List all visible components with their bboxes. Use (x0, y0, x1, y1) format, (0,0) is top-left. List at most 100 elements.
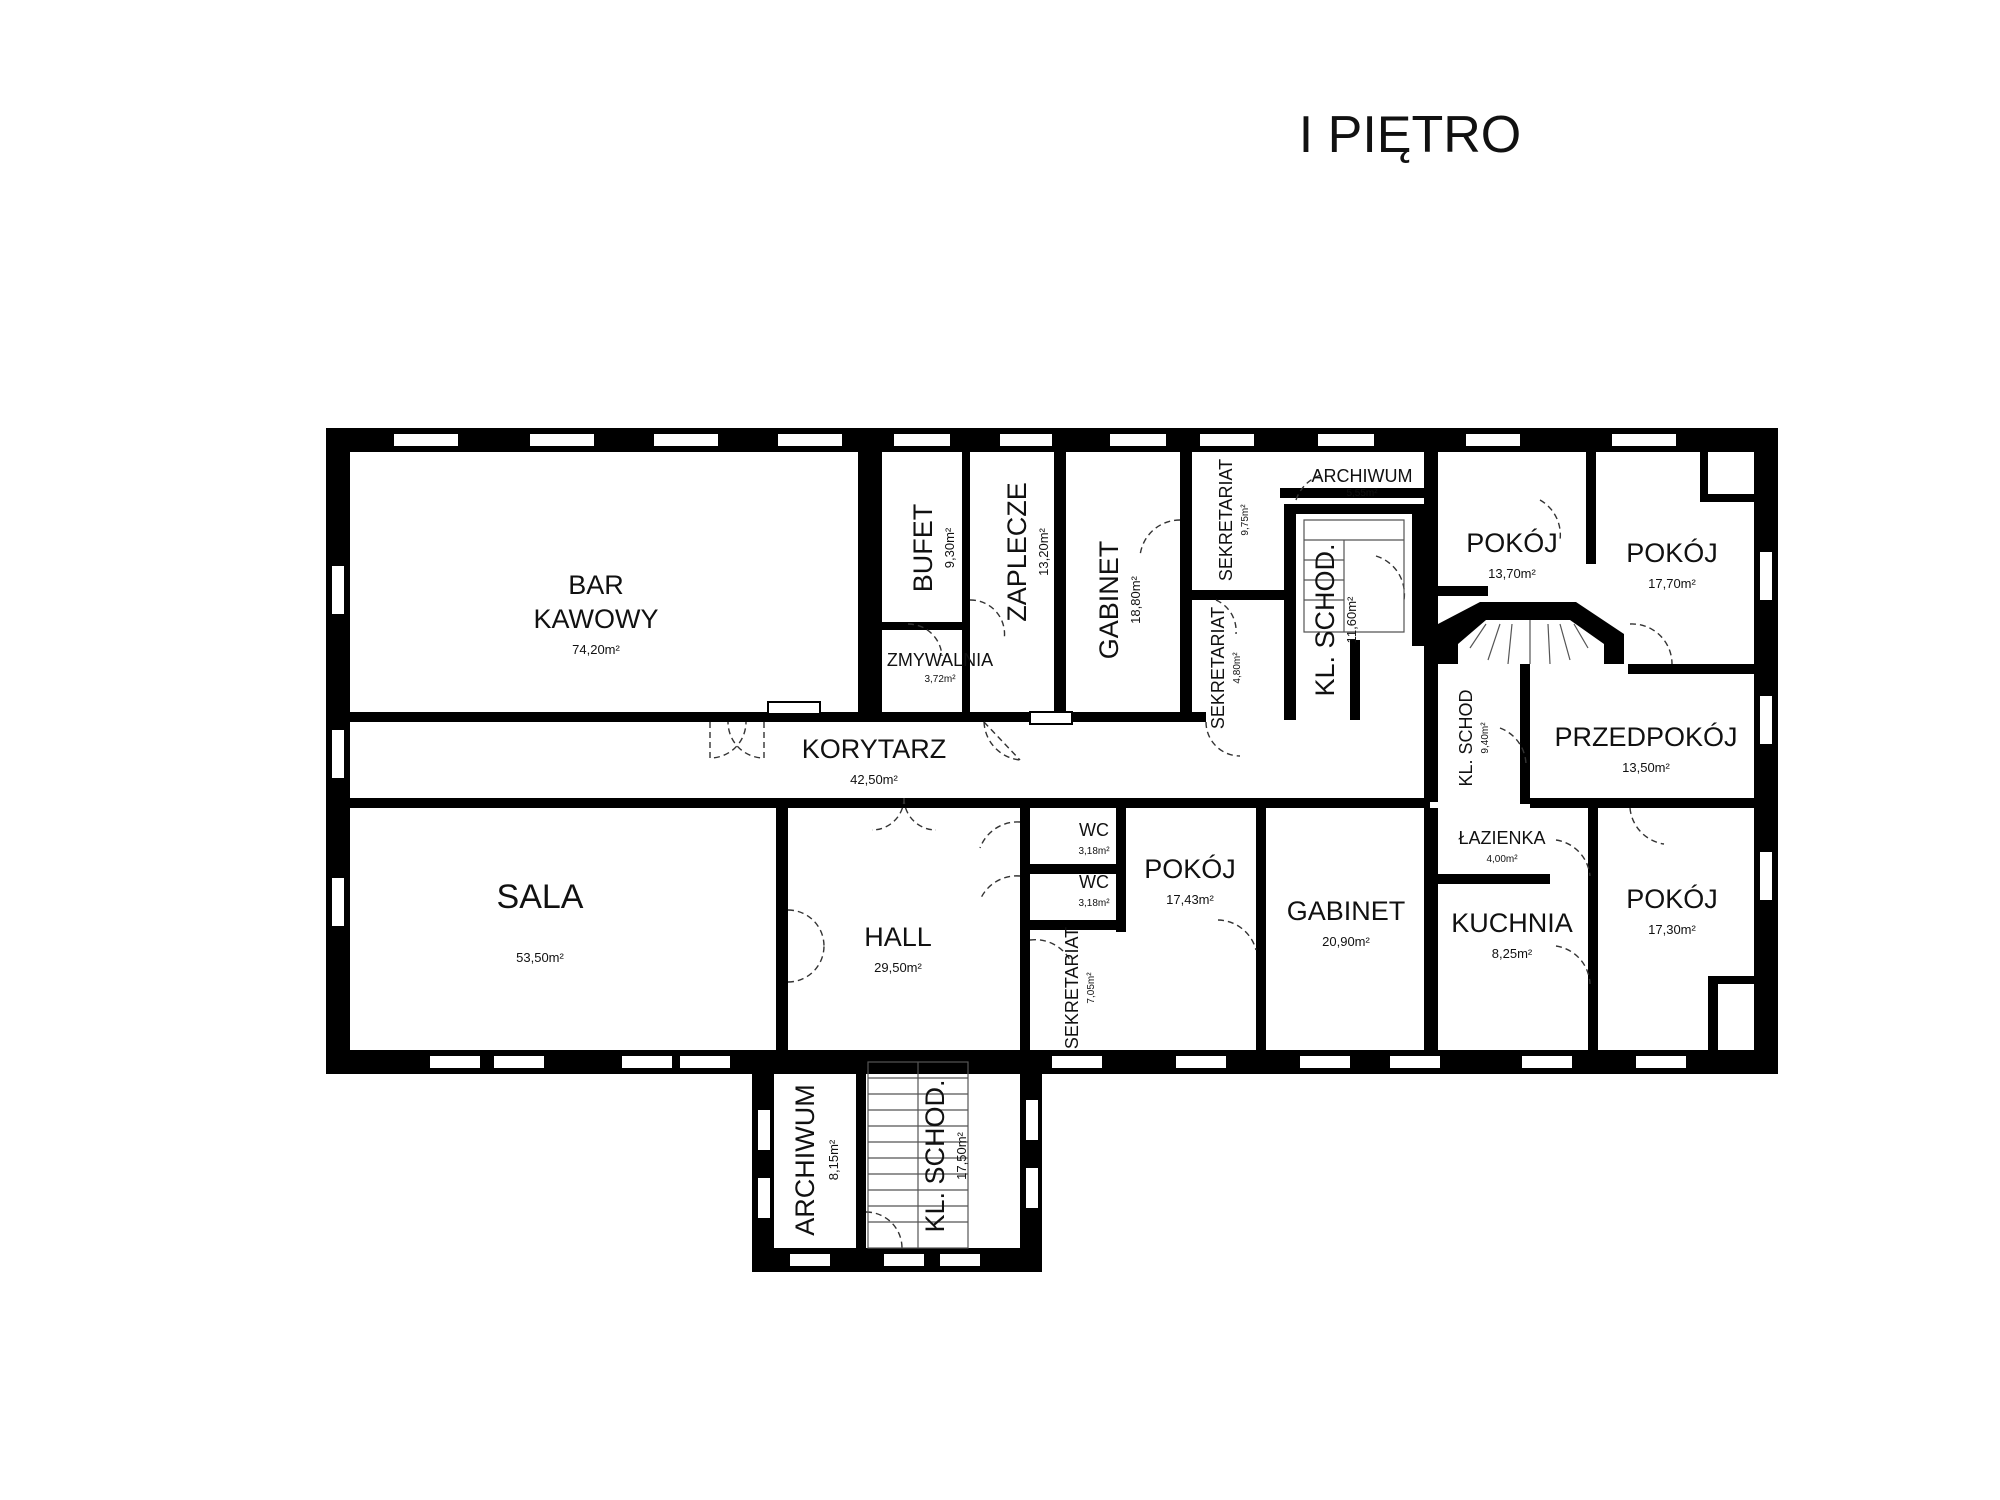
room-name-zaplecze: ZAPLECZE (1002, 482, 1032, 622)
window (1760, 552, 1772, 600)
annex-wall-inner (856, 1074, 866, 1250)
room-name-lazienka: ŁAZIENKA (1458, 828, 1545, 848)
window (332, 730, 344, 778)
window (622, 1056, 672, 1068)
room-area-kl-schod-east: 9,40m² (1480, 722, 1491, 754)
corridor-wall-south (350, 798, 1430, 808)
window (1636, 1056, 1686, 1068)
room-name-sekretariat-south: SEKRETARIAT (1062, 927, 1082, 1049)
door (1499, 727, 1527, 767)
door (1555, 945, 1591, 985)
window (654, 434, 718, 446)
walls (326, 428, 1778, 1272)
door (709, 721, 747, 759)
room-area-zaplecze: 13,20m² (1036, 527, 1051, 575)
annex-wall-west (752, 1050, 774, 1272)
window (394, 434, 458, 446)
room-area-archiwum-north: 5,55m² (1346, 488, 1378, 499)
wall-stair-north (1284, 504, 1424, 514)
room-area-pokoj-ne2: 17,70m² (1648, 576, 1696, 591)
room-name-przedpokoj: PRZEDPOKÓJ (1554, 721, 1737, 752)
window (1760, 696, 1772, 744)
room-name-kl-schod-north: KL. SCHOD. (1310, 543, 1340, 696)
wall-klschod-east (1520, 664, 1530, 804)
window (1522, 1056, 1572, 1068)
room-name-pokoj-s: POKÓJ (1144, 853, 1236, 884)
chimney-korytarz (1029, 711, 1073, 725)
room-name-kuchnia: KUCHNIA (1451, 908, 1573, 938)
door (1555, 839, 1591, 877)
stair-treads (868, 1062, 968, 1248)
room-area-gabinet-south: 20,90m² (1322, 934, 1370, 949)
door (1629, 623, 1673, 665)
room-area-wc-1: 3,18m² (1078, 846, 1110, 857)
wall-przedpokoj-north (1628, 664, 1754, 674)
wall-gabinet-east (1424, 808, 1438, 1050)
window (1026, 1100, 1038, 1140)
annex-wall-east (1020, 1050, 1042, 1272)
room-area-zmywalnia: 3,72m² (924, 674, 956, 685)
window (758, 1178, 770, 1218)
door (1205, 721, 1241, 757)
wall-przedpokoj-south (1530, 798, 1754, 808)
room-name-archiwum-north: ARCHIWUM (1312, 466, 1413, 486)
wall-se-box-2 (1708, 976, 1754, 984)
window (940, 1254, 980, 1266)
wall-gabinet-sekretariat (1180, 452, 1192, 714)
chimney-bar (767, 701, 821, 715)
room-name-zmywalnia: ZMYWALNIA (887, 650, 993, 670)
stair-east (1469, 620, 1589, 665)
stairs (867, 519, 1624, 1249)
room-area-gabinet-north: 18,80m² (1128, 575, 1143, 623)
window (680, 1056, 730, 1068)
window (1000, 434, 1052, 446)
wall-east-block (1424, 452, 1438, 802)
wall-zmywalnia (882, 622, 962, 630)
door (871, 797, 905, 831)
room-name-sekretariat-north: SEKRETARIAT (1216, 459, 1236, 581)
window (1110, 434, 1166, 446)
room-area-wc-2: 3,18m² (1078, 898, 1110, 909)
room-name-pokoj-se: POKÓJ (1626, 883, 1718, 914)
room-name-wc-2: WC (1079, 872, 1109, 892)
window (1200, 434, 1254, 446)
wall-stair-west (1284, 510, 1296, 720)
floor-title: I PIĘTRO (1299, 106, 1521, 164)
door (1375, 555, 1406, 601)
room-area-hall: 29,50m² (874, 960, 922, 975)
room-name-korytarz: KORYTARZ (802, 734, 947, 764)
wall-ne-corner-box-2 (1700, 494, 1754, 502)
door (787, 909, 825, 947)
wall-bar-east (858, 452, 882, 714)
wall-pokoj-gabinet (1256, 808, 1266, 1050)
room-area-bar-kawowy: 74,20m² (572, 642, 620, 657)
wall-ne-corner-box (1700, 452, 1708, 500)
wall-stair-east-2 (1350, 640, 1360, 720)
window (494, 1056, 544, 1068)
room-labels: BAR KAWOWY 74,20m² BUFET 9,30m² ZAPLECZE… (497, 459, 1738, 1236)
window (758, 1110, 770, 1150)
window (332, 878, 344, 926)
window (884, 1254, 924, 1266)
window (1026, 1168, 1038, 1208)
window (1176, 1056, 1226, 1068)
door (1295, 473, 1325, 501)
window (1300, 1056, 1350, 1068)
door (979, 821, 1021, 849)
room-area-kuchnia: 8,25m² (1492, 946, 1533, 961)
room-name-pokoj-ne2: POKÓJ (1626, 537, 1718, 568)
door (1629, 807, 1665, 845)
room-area-przedpokoj: 13,50m² (1622, 760, 1670, 775)
room-area-kl-schod-south: 17,50m² (954, 1131, 969, 1179)
window (332, 566, 344, 614)
window (430, 1056, 480, 1068)
room-name-archiwum-south: ARCHIWUM (790, 1084, 820, 1235)
wall-kuchnia-east (1588, 808, 1598, 1050)
wall-stair-east (1412, 504, 1424, 646)
room-name-kl-schod-south: KL. SCHOD. (920, 1079, 950, 1232)
stair-north (1303, 519, 1405, 633)
wall-lazienka-south (1438, 874, 1550, 884)
room-name-gabinet-south: GABINET (1287, 896, 1406, 926)
room-name-sala: SALA (497, 878, 584, 916)
room-name-bufet: BUFET (908, 504, 938, 593)
